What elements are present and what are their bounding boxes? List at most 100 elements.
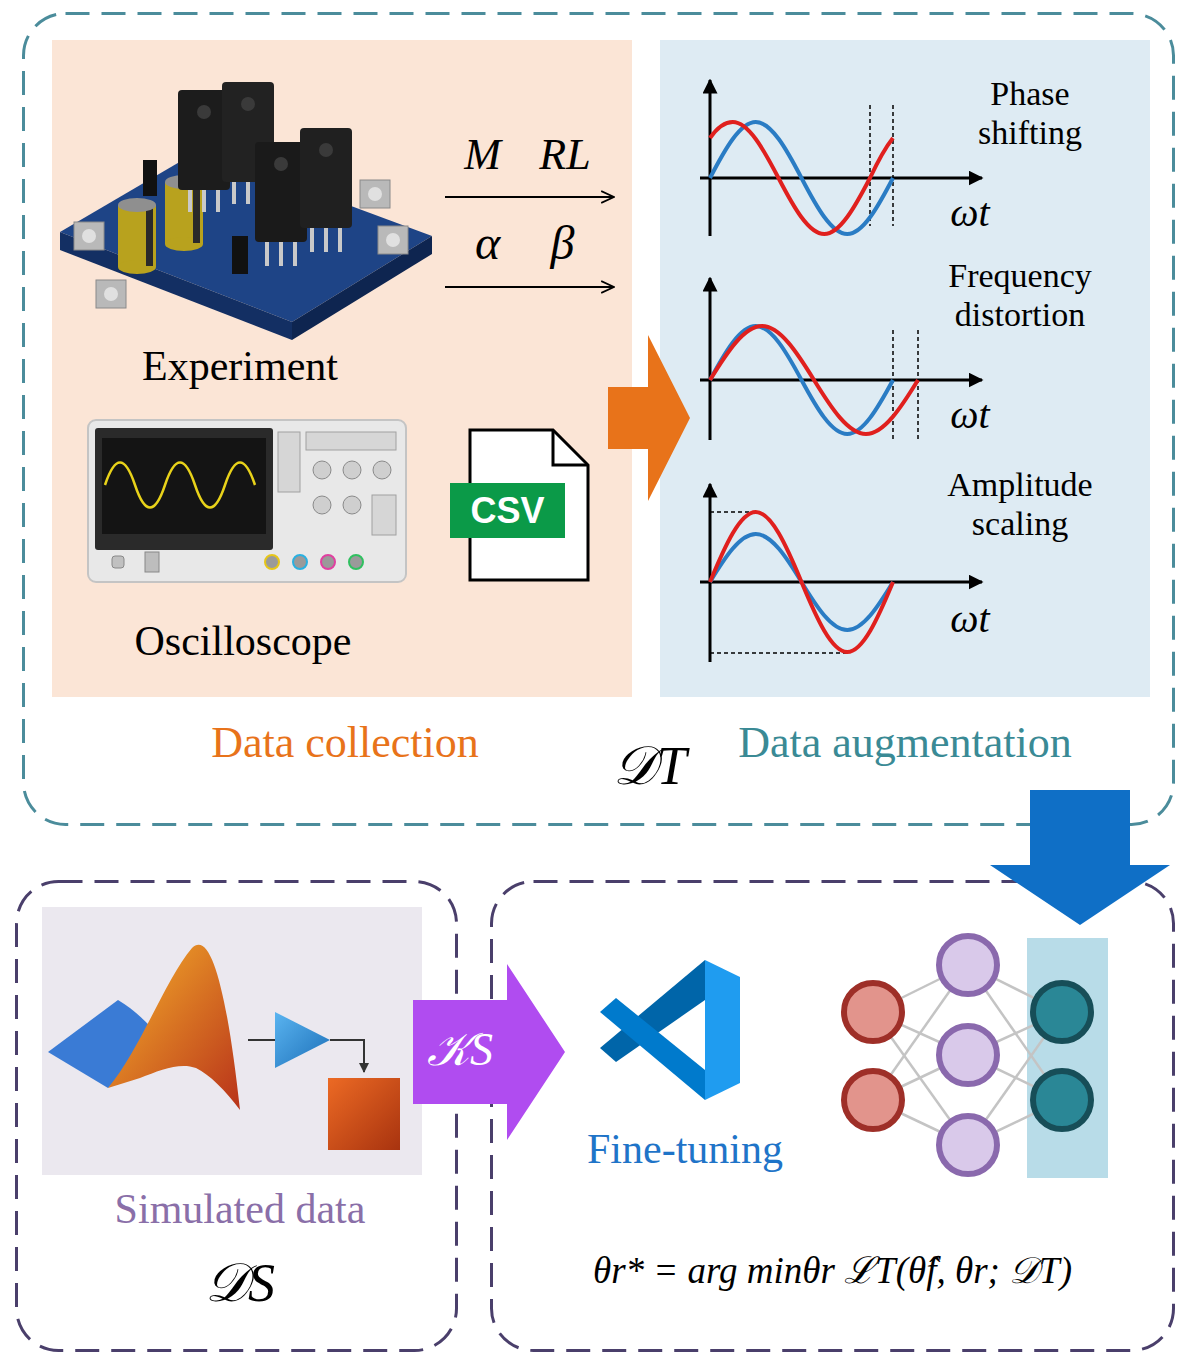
probe-connector (293, 555, 307, 569)
y-axis (709, 278, 712, 440)
output-layer-highlight (1027, 938, 1108, 1178)
axis-label: ωt (930, 392, 1010, 438)
input-neuron (844, 983, 902, 1041)
capacitor-top (118, 198, 156, 212)
pcb-edge (60, 232, 292, 340)
vscode-logo (600, 960, 705, 1062)
dashed-group-box: 𝒟T ExperimentOscilloscopeData collectionC… (22, 12, 1175, 826)
terminal-block (360, 180, 390, 208)
vscode-logo (705, 960, 740, 1100)
original-wave (710, 122, 893, 234)
oscilloscope-buttons (278, 432, 300, 492)
dotted-guide (710, 511, 757, 513)
terminal-block (378, 226, 408, 254)
file-fold (553, 430, 588, 465)
mosfet-leg (338, 226, 342, 252)
block-arrow (413, 964, 565, 1140)
probe-connector (321, 555, 335, 569)
capacitor-base (165, 237, 203, 251)
x-axis (700, 379, 982, 382)
nn-connection (968, 965, 1062, 1012)
panel-heading: Fine-tuning (545, 1125, 825, 1173)
objective-formula: θr* = arg minθr ℒT(θ̂f, θr; 𝒟T) (500, 1250, 1165, 1293)
capacitor-top (165, 175, 203, 189)
image-backdrop (42, 907, 422, 1175)
oscilloscope-knob (313, 496, 331, 514)
oscilloscope-screen (102, 438, 266, 534)
oscilloscope-knob (343, 496, 361, 514)
dashed-outline-rect (24, 14, 1174, 825)
augmented-wave (710, 326, 918, 434)
mosfet-package (300, 128, 352, 228)
oscilloscope-knob (313, 461, 331, 479)
nn-connection (968, 1055, 1062, 1100)
terminal-screw (368, 187, 382, 201)
pcb-component (143, 160, 157, 196)
parameter-arrow (445, 196, 614, 198)
capacitor-stripe (146, 208, 153, 266)
probe-connector (265, 555, 279, 569)
mosfet-package (178, 90, 230, 190)
nn-connection (873, 1100, 968, 1145)
nn-connection (873, 965, 968, 1100)
probe-connector (349, 555, 363, 569)
matlab-logo (48, 1000, 162, 1088)
terminal-screw (82, 229, 96, 243)
original-wave (710, 534, 893, 630)
simulink-wire (248, 1039, 275, 1041)
panel-heading: Simulated data (40, 1185, 440, 1233)
augmentation-name: Phase shifting (950, 74, 1110, 152)
oscilloscope-knob (343, 461, 361, 479)
mosfet-leg (202, 188, 206, 212)
oscilloscope-buttons (306, 432, 396, 450)
block-arrow (990, 790, 1170, 925)
x-axis (700, 177, 982, 180)
collection-panel: ExperimentOscilloscopeData collectionCSV (52, 40, 632, 697)
axis-label: ωt (930, 190, 1010, 236)
hidden-neuron (939, 1116, 997, 1174)
terminal-screw (104, 287, 118, 301)
mosfet-hole (274, 157, 288, 171)
output-neuron (1033, 1071, 1091, 1129)
oscilloscope-body (88, 420, 406, 582)
power-button (112, 556, 124, 568)
nn-connection (968, 1012, 1062, 1145)
mosfet-hole (319, 143, 333, 157)
oscilloscope-knob (373, 461, 391, 479)
nn-connection (873, 1012, 968, 1055)
terminal-screw (386, 233, 400, 247)
mosfet-leg (188, 188, 192, 212)
parameter-symbol: β (535, 215, 590, 270)
dashed-outline-rect (17, 882, 457, 1351)
usb-port (145, 552, 159, 572)
nn-connection (873, 1012, 968, 1145)
panel-heading: Data collection (145, 718, 545, 769)
mosfet-leg (246, 180, 250, 204)
x-axis (700, 581, 982, 584)
pcb-edge (292, 236, 432, 340)
dashed-group-box: Simulated data𝒟S (15, 880, 458, 1352)
file-badge: CSV (450, 483, 565, 538)
mosfet-leg (324, 226, 328, 252)
dataset-symbol: 𝒟T (590, 735, 710, 797)
parameter-arrow (445, 286, 614, 288)
hidden-neuron (939, 936, 997, 994)
augmented-wave (710, 512, 893, 652)
illustration-caption: Experiment (90, 342, 390, 390)
simulink-wire (330, 1040, 364, 1072)
input-neuron (844, 1071, 902, 1129)
output-neuron (1033, 983, 1091, 1041)
nn-connection (873, 1055, 968, 1100)
file-icon (470, 430, 588, 580)
dotted-guide (710, 652, 848, 654)
capacitor-body (165, 182, 203, 244)
nn-connection (968, 1100, 1062, 1145)
terminal-block (74, 222, 104, 250)
mosfet-leg (310, 226, 314, 252)
vscode-logo (600, 998, 705, 1100)
mosfet-leg (293, 240, 297, 266)
